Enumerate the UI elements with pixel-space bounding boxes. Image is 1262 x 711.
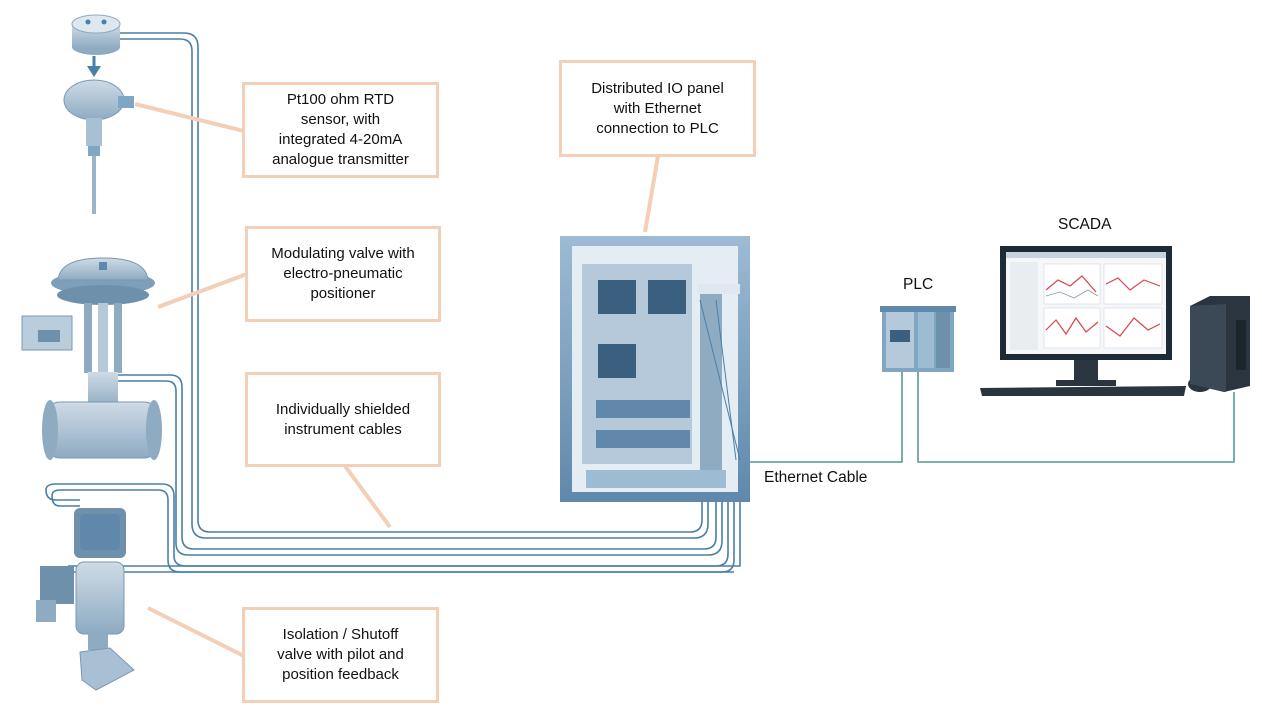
rtd-transmitter-icon xyxy=(71,14,121,55)
scada-monitor-icon xyxy=(1000,246,1172,386)
arrow-down-icon xyxy=(87,56,101,77)
callout-shutoff-valve: Isolation / Shutoff valve with pilot and… xyxy=(242,607,439,703)
plc-label: PLC xyxy=(903,276,934,293)
ethernet-cables xyxy=(742,370,1235,463)
computer-tower-icon xyxy=(1190,296,1250,392)
shutoff-valve-icon xyxy=(36,508,135,691)
callout-leaders xyxy=(134,102,660,658)
scada-label: SCADA xyxy=(1058,216,1112,233)
callout-io-panel: Distributed IO panel with Ethernet conne… xyxy=(559,60,756,157)
rtd-sensor-icon xyxy=(63,79,134,214)
modulating-valve-icon xyxy=(21,257,162,460)
plc-icon xyxy=(880,306,956,372)
callout-rtd-sensor: Pt100 ohm RTD sensor, with integrated 4-… xyxy=(242,82,439,178)
callout-modulating-valve: Modulating valve with electro-pneumatic … xyxy=(245,226,441,322)
io-panel-icon xyxy=(560,236,750,502)
instrument-cables xyxy=(45,32,741,573)
callout-instrument-cables: Individually shielded instrument cables xyxy=(245,372,441,467)
keyboard-icon xyxy=(980,386,1186,396)
ethernet-cable-label: Ethernet Cable xyxy=(764,469,868,486)
